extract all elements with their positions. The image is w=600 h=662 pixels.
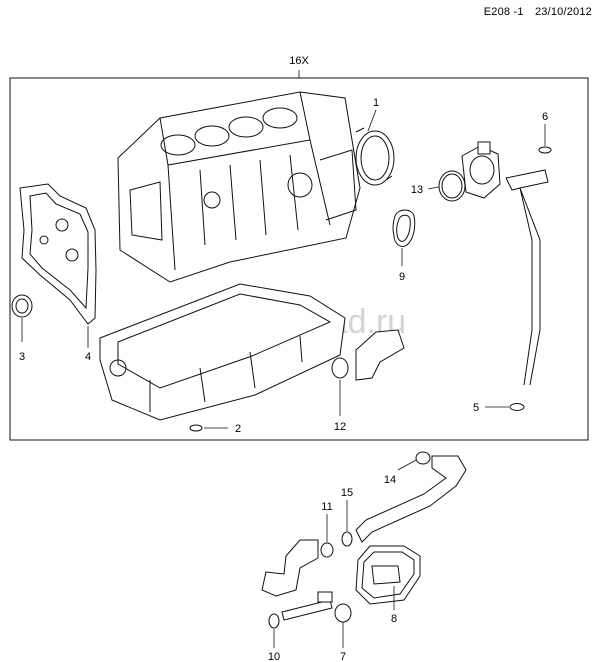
gasket-9-drawing — [392, 209, 416, 247]
callout-9: 9 — [399, 271, 405, 283]
o-ring-10-drawing — [268, 613, 280, 629]
leader-14 — [397, 459, 417, 471]
diagram-code: E208 -1 — [483, 6, 524, 18]
callout-11: 11 — [321, 501, 332, 513]
callout-6: 6 — [542, 111, 548, 123]
diagram-date: 23/10/2012 — [534, 6, 592, 18]
straight-pipe-drawing — [281, 591, 333, 621]
o-ring-6-drawing — [538, 146, 552, 154]
callout-3: 3 — [19, 351, 25, 363]
callout-14: 14 — [384, 474, 396, 486]
page-header: E208 -1 23/10/2012 — [476, 6, 592, 18]
drain-plug-seal-drawing — [189, 424, 203, 432]
callout-15: 15 — [341, 487, 353, 499]
oil-cooler-gasket-drawing — [355, 545, 421, 605]
callout-2: 2 — [235, 423, 241, 435]
group-label: 16X — [289, 55, 309, 67]
engine-block-drawing — [117, 91, 361, 283]
leader-1 — [367, 109, 377, 132]
elbow-pipe-11-drawing — [261, 539, 334, 597]
filter-housing-drawing — [438, 141, 501, 202]
callout-13: 13 — [411, 184, 423, 196]
pipe-14-drawing — [355, 451, 467, 543]
front-cover-gasket-drawing — [19, 183, 97, 325]
callout-12: 12 — [334, 421, 346, 433]
callout-5: 5 — [473, 402, 479, 414]
callout-8: 8 — [391, 613, 397, 625]
pipe-12-drawing — [331, 329, 405, 381]
leader-13 — [427, 186, 440, 190]
dipstick-tube-drawing — [505, 169, 549, 386]
callout-7: 7 — [340, 651, 346, 662]
o-ring-7-drawing — [334, 603, 352, 623]
front-seal-drawing — [11, 294, 33, 318]
callout-4: 4 — [85, 351, 91, 363]
callout-10: 10 — [268, 651, 280, 662]
oil-pan-drawing — [99, 283, 346, 421]
callout-1: 1 — [373, 97, 379, 109]
o-ring-5-drawing — [509, 403, 525, 411]
rear-seal-drawing — [355, 127, 395, 186]
o-ring-15-drawing — [341, 531, 353, 547]
